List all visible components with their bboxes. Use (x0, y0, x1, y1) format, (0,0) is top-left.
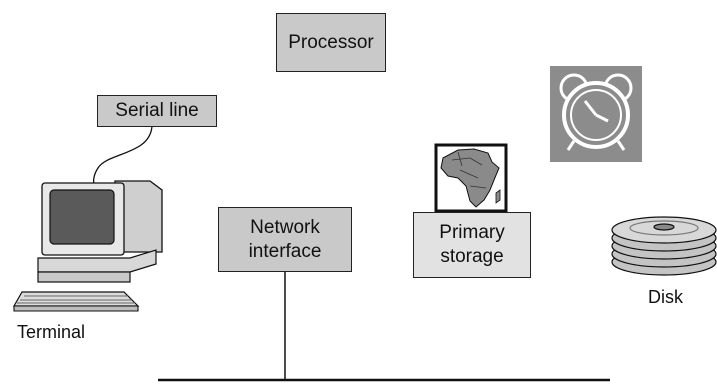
disk-stack-icon (611, 216, 717, 276)
serial-line-box: Serial line (97, 95, 217, 127)
serial-cable (92, 125, 153, 185)
network-interface-label-line1: Network (250, 216, 320, 238)
network-interface-label-line2: interface (248, 240, 322, 262)
processor-label: Processor (288, 31, 374, 53)
network-interface-box: Network interface (218, 207, 352, 272)
terminal-icon (12, 180, 163, 312)
primary-storage-box: Primary storage (413, 212, 531, 278)
processor-box: Processor (276, 13, 386, 72)
primary-storage-label-line2: storage (440, 246, 504, 267)
primary-storage-label-line1: Primary (439, 222, 505, 244)
disk-label: Disk (648, 287, 683, 307)
terminal-label: Terminal (17, 322, 86, 342)
alarm-clock-icon (550, 66, 642, 162)
africa-map-icon (434, 143, 508, 213)
serial-line-label: Serial line (115, 100, 199, 122)
